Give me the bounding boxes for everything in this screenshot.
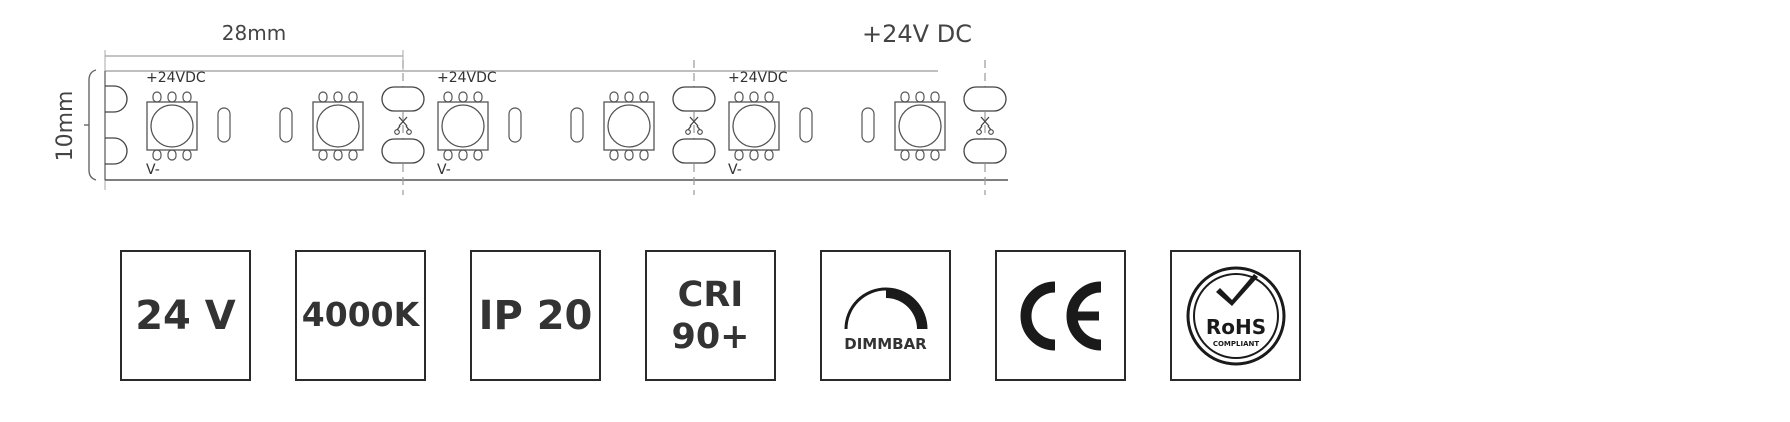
led-chip (894, 91, 946, 161)
pad-negative-label: V- (146, 162, 160, 178)
scissors-icon (394, 116, 412, 135)
led-chip (437, 91, 489, 161)
segment-3: +24VDC V- (728, 70, 946, 178)
voltage-label: +24V DC (862, 20, 972, 48)
voltage-badge-text: 24 V (135, 292, 236, 339)
resistor (861, 107, 875, 143)
led-chip (603, 91, 655, 161)
rohs-icon: RoHS COMPLIANT (1186, 266, 1285, 365)
rohs-compliant-text: COMPLIANT (1212, 340, 1259, 348)
pad-positive-label: +24VDC (146, 70, 206, 86)
segment-2: +24VDC V- (437, 70, 655, 178)
scissors-icon (685, 116, 703, 135)
resistor (508, 107, 522, 143)
pad-positive-label: +24VDC (728, 70, 788, 86)
dimmable-badge: DIMMBAR (820, 250, 951, 381)
segment-1: +24VDC V- (146, 70, 364, 178)
scissors-icon (976, 116, 994, 135)
cri-badge: CRI 90+ (645, 250, 776, 381)
color-temperature-text: 4000K (301, 295, 420, 335)
pad-negative-label: V- (728, 162, 742, 178)
dimmable-label: DIMMBAR (844, 334, 927, 353)
resistor (799, 107, 813, 143)
cri-label: CRI (677, 274, 744, 315)
start-pads (105, 85, 128, 165)
led-chip (146, 91, 198, 161)
rohs-text: RoHS (1205, 315, 1265, 339)
led-chip (728, 91, 780, 161)
strip-outline (104, 70, 1008, 181)
voltage-badge: 24 V (120, 250, 251, 381)
resistor (570, 107, 584, 143)
ip-rating-badge: IP 20 (470, 250, 601, 381)
cut-lines (402, 60, 986, 195)
cut-marker-2 (672, 86, 716, 164)
ce-mark-badge: CE (995, 250, 1126, 381)
cri-value: 90+ (671, 316, 750, 357)
ip-rating-text: IP 20 (478, 292, 593, 339)
pad-negative-label: V- (437, 162, 451, 178)
color-temperature-badge: 4000K (295, 250, 426, 381)
width-label: 10mm (53, 91, 78, 162)
pitch-label: 28mm (222, 21, 286, 45)
ce-mark-icon (1020, 281, 1101, 350)
resistor (279, 107, 293, 143)
pad-positive-label: +24VDC (437, 70, 497, 86)
cut-marker-1 (381, 86, 425, 164)
led-chip (312, 91, 364, 161)
width-dimension: 10mm (53, 69, 97, 181)
dimmer-arc-icon (844, 287, 927, 329)
rohs-badge: RoHS COMPLIANT (1170, 250, 1301, 381)
cut-marker-3 (963, 86, 1007, 164)
resistor (217, 107, 231, 143)
